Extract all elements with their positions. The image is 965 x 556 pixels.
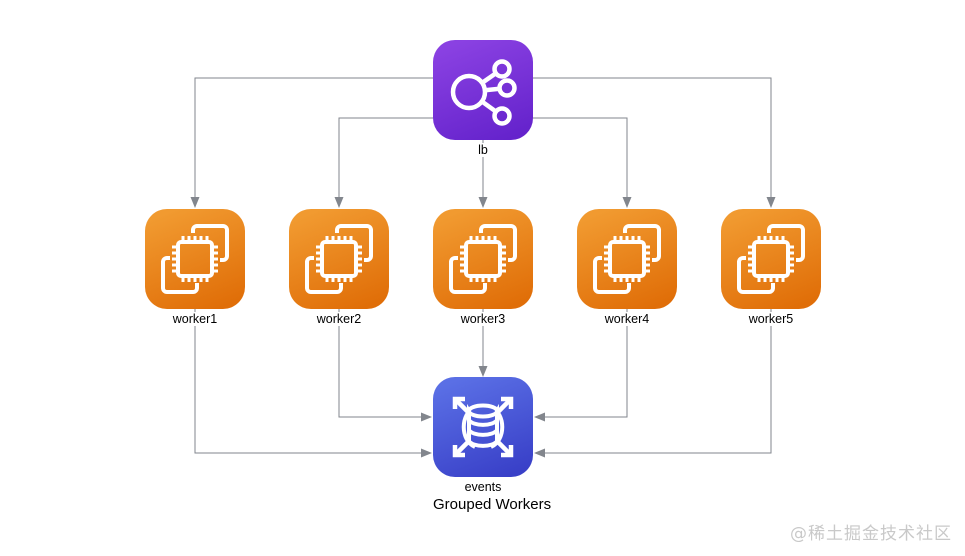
- node-label-lb: lb: [433, 143, 533, 157]
- ec2-instance-icon: [721, 209, 821, 309]
- edge-lb-worker2: [334, 117, 433, 208]
- edge-lb-worker1: [190, 77, 433, 208]
- node-worker1: worker1: [145, 209, 245, 326]
- node-label-worker5: worker5: [721, 312, 821, 326]
- node-label-worker2: worker2: [289, 312, 389, 326]
- edge-worker4-events: [534, 309, 628, 422]
- scaling-datastore-icon: [433, 377, 533, 477]
- node-label-worker4: worker4: [577, 312, 677, 326]
- edge-worker2-events: [338, 309, 432, 422]
- node-worker2: worker2: [289, 209, 389, 326]
- node-worker3: worker3: [433, 209, 533, 326]
- edge-worker1-events: [194, 309, 432, 458]
- node-events: events Grouped Workers: [433, 377, 552, 513]
- edge-worker5-events: [534, 309, 772, 458]
- ec2-instance-icon: [289, 209, 389, 309]
- ec2-instance-icon: [577, 209, 677, 309]
- node-worker5: worker5: [721, 209, 821, 326]
- edge-lb-worker5: [533, 77, 776, 208]
- diagram-caption: Grouped Workers: [433, 496, 552, 513]
- node-label-events: events: [433, 480, 533, 494]
- node-lb: lb: [433, 40, 533, 157]
- ec2-instance-icon: [433, 209, 533, 309]
- watermark-text: @稀土掘金技术社区: [790, 524, 952, 544]
- node-label-worker1: worker1: [145, 312, 245, 326]
- ec2-instance-icon: [145, 209, 245, 309]
- node-worker4: worker4: [577, 209, 677, 326]
- edge-lb-worker4: [533, 117, 632, 208]
- load-balancer-icon: [433, 40, 533, 140]
- node-label-worker3: worker3: [433, 312, 533, 326]
